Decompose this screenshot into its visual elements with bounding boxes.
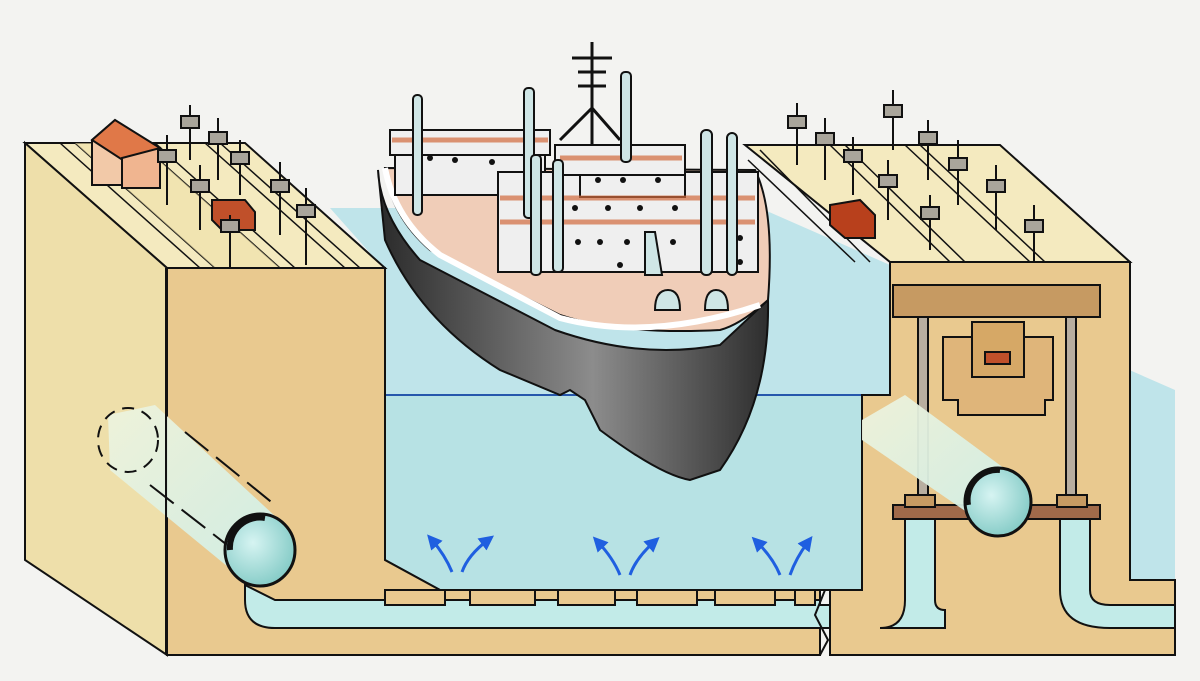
bow-domes	[653, 288, 730, 311]
left-culvert-pipe	[97, 405, 297, 588]
right-culvert-pipe	[862, 395, 1033, 538]
house-icon	[90, 118, 162, 189]
left-bollards	[157, 105, 316, 268]
masts	[412, 71, 738, 276]
left-quay	[22, 105, 821, 657]
culvert-openings	[384, 589, 816, 606]
drop-pipes	[879, 518, 1176, 629]
right-bollards	[787, 90, 1044, 262]
right-quay	[742, 90, 1176, 656]
portholes	[427, 155, 743, 268]
radio-mast	[558, 42, 622, 145]
flow-arrows	[427, 534, 813, 576]
ship	[377, 42, 771, 482]
